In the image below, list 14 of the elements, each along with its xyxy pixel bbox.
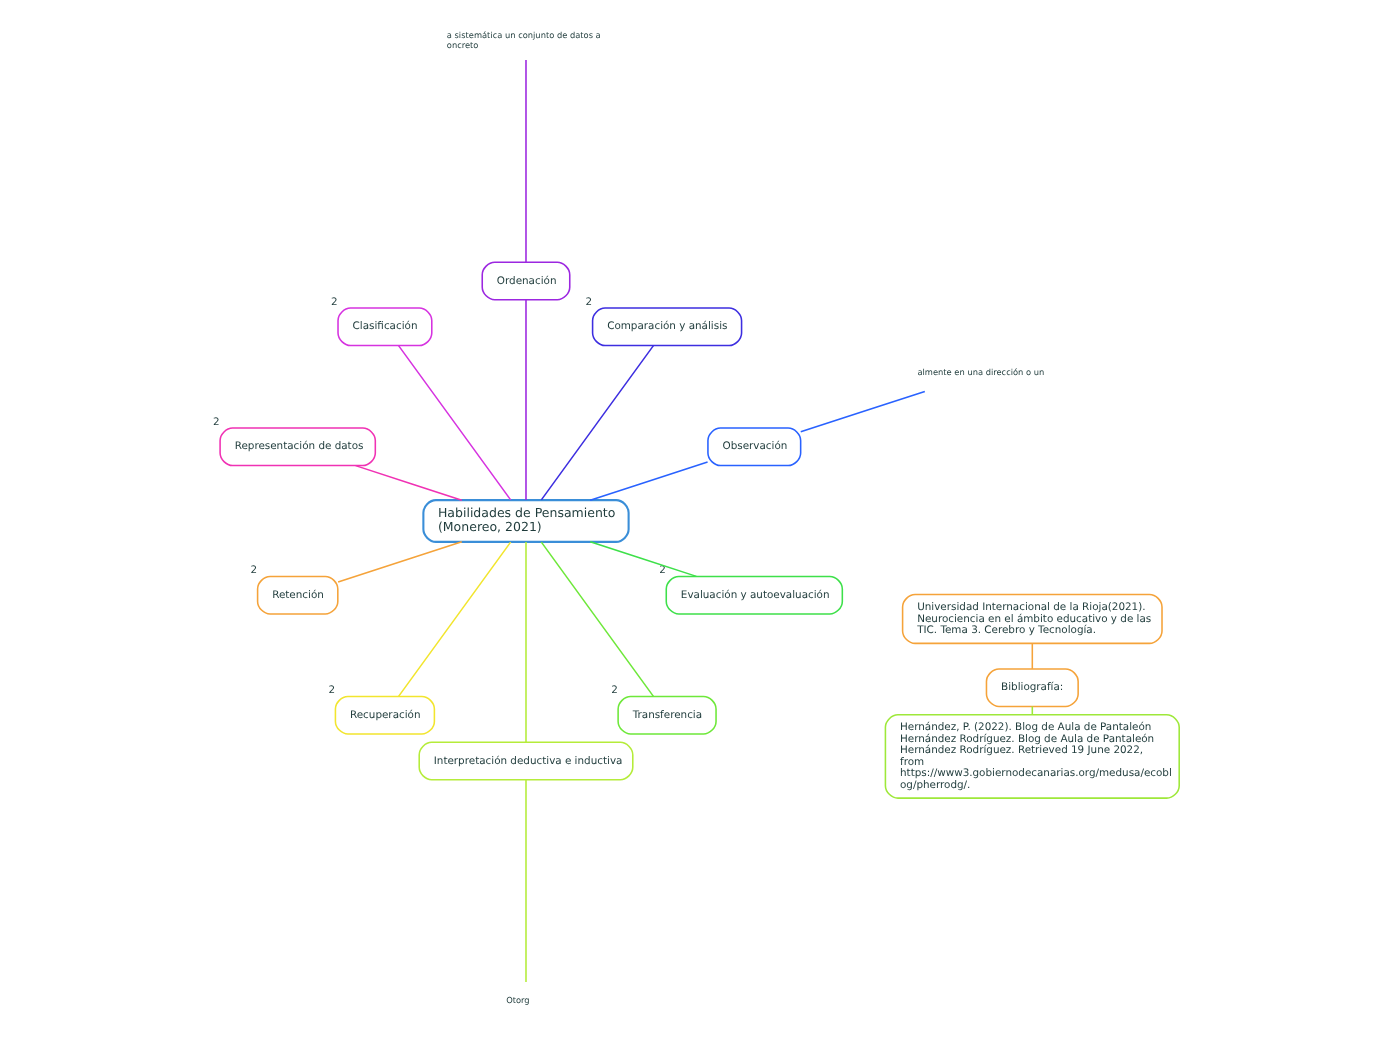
connector: [589, 540, 698, 577]
connector: [525, 778, 527, 982]
connector: [525, 540, 527, 742]
connector: [589, 460, 709, 500]
connector: [397, 540, 512, 697]
connector: [540, 540, 655, 697]
connector: [397, 343, 512, 500]
connector: [354, 463, 463, 500]
connector: [337, 540, 463, 582]
connector: [525, 298, 527, 500]
connector: [800, 389, 926, 432]
connector: [525, 58, 527, 262]
connector: [1031, 641, 1034, 669]
connector: [540, 343, 655, 500]
